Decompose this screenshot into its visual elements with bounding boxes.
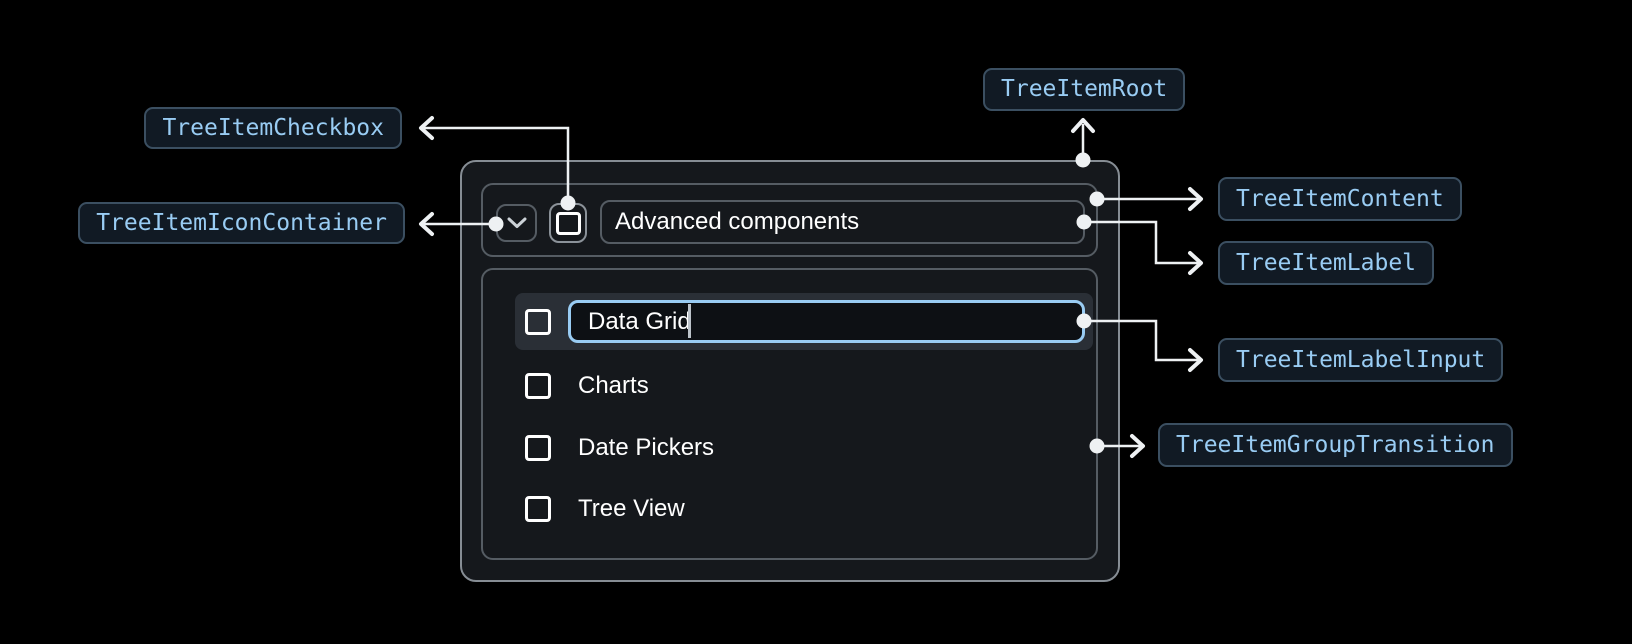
chevron-down-icon — [507, 217, 526, 228]
tree-item-row[interactable]: Charts — [515, 357, 1093, 414]
tree-item-label-text: Date Pickers — [578, 433, 715, 461]
annotation-tree-item-root: TreeItemRoot — [983, 68, 1186, 111]
tree-item-icon-container[interactable] — [496, 204, 537, 242]
checkbox-unchecked-icon[interactable] — [525, 434, 551, 461]
tree-item-checkbox[interactable] — [549, 203, 587, 243]
tree-item-root — [460, 160, 1120, 582]
tree-item-row[interactable]: Tree View — [515, 480, 1093, 537]
tree-item-label: Advanced components — [600, 200, 1085, 244]
tree-item-group-transition — [481, 268, 1098, 560]
parent-item-label: Advanced components — [615, 208, 860, 235]
tree-item-label-text: Tree View — [578, 494, 685, 522]
tree-item-row-editing[interactable] — [515, 293, 1093, 350]
checkbox-unchecked-icon[interactable] — [525, 495, 551, 522]
tree-item-row[interactable]: Date Pickers — [515, 419, 1093, 476]
annotation-tree-item-label: TreeItemLabel — [1218, 241, 1435, 285]
annotation-tree-item-label-input: TreeItemLabelInput — [1218, 338, 1504, 382]
checkbox-unchecked-icon[interactable] — [525, 372, 551, 399]
annotation-tree-item-content: TreeItemContent — [1218, 177, 1462, 221]
checkbox-unchecked-icon[interactable] — [525, 308, 551, 335]
text-caret — [688, 304, 691, 338]
tree-item-label-text: Charts — [578, 371, 649, 399]
annotation-tree-item-icon-container: TreeItemIconContainer — [78, 202, 405, 244]
checkbox-unchecked-icon — [555, 211, 581, 235]
tree-item-content[interactable] — [481, 183, 1098, 257]
annotation-tree-item-checkbox: TreeItemCheckbox — [144, 107, 402, 149]
annotation-tree-item-group-transition: TreeItemGroupTransition — [1158, 423, 1513, 467]
tree-item-label-input[interactable] — [568, 300, 1085, 343]
